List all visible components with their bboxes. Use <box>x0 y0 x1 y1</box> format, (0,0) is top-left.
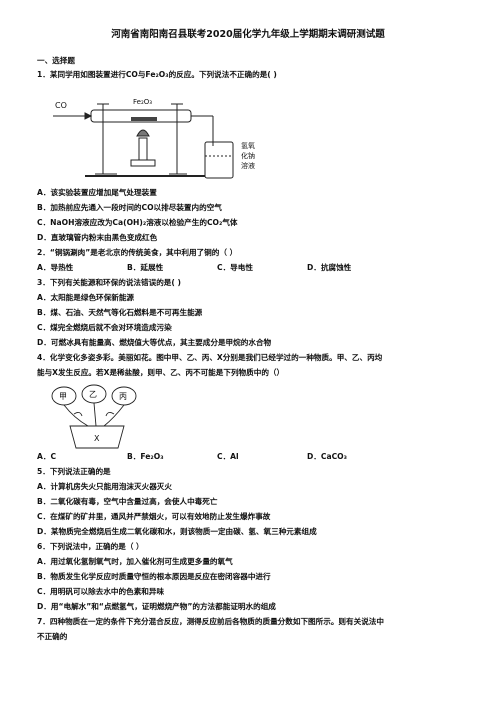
q4-option-c: C．Al <box>217 452 239 461</box>
q1-option-c: C．NaOH溶液应改为Ca(OH)₂溶液以检验产生的CO₂气体 <box>37 218 238 227</box>
q1-option-d: D．直玻璃管内粉末由黑色变成红色 <box>37 233 158 242</box>
q2-option-d: D．抗腐蚀性 <box>307 263 352 272</box>
q3-option-b: B．煤、石油、天然气等化石燃料是不可再生能源 <box>37 308 203 317</box>
q5-option-b: B．二氧化碳有毒，空气中含量过高，会使人中毒死亡 <box>37 497 218 506</box>
q2-option-c: C．导电性 <box>217 263 253 272</box>
flower-bing: 丙 <box>119 392 127 401</box>
q6-option-b: B．物质发生化学反应时质量守恒的根本原因是反应在密闭容器中进行 <box>37 572 271 581</box>
section-heading: 一、选择题 <box>37 56 75 65</box>
q6-stem: 6．下列说法中，正确的是（ ） <box>37 542 144 551</box>
q6-option-c: C．用明矾可以除去水中的色素和异味 <box>37 587 165 596</box>
q3-option-a: A．太阳能是绿色环保新能源 <box>37 293 135 302</box>
q1-option-a: A．该实验装置应增加尾气处理装置 <box>37 188 157 197</box>
q4-option-d: D．CaCO₃ <box>307 452 347 461</box>
q2-option-a: A．导热性 <box>37 263 74 272</box>
naoh-label-3: 溶液 <box>241 161 255 170</box>
naoh-label-1: 氢氧 <box>241 141 255 150</box>
q4-stem-line1: 4．化学变化多姿多彩。美丽如花。图中甲、乙、丙、X分别是我们已经学过的一种物质。… <box>37 353 383 362</box>
q4-flower-figure: 甲 乙 丙 X <box>51 384 137 449</box>
q3-stem: 3．下列有关能源和环保的说法错误的是( ) <box>37 278 181 287</box>
q4-option-a: A．C <box>37 452 57 461</box>
q2-stem: 2．“铜锅涮肉”是老北京的传统美食，其中利用了铜的（ ） <box>37 248 238 257</box>
q2-options: A．导热性 B．延展性 C．导电性 D．抗腐蚀性 <box>37 263 467 273</box>
co-label: CO <box>55 101 67 110</box>
q5-option-a: A．计算机房失火只能用泡沫灭火器灭火 <box>37 482 172 491</box>
q4-option-b: B．Fe₂O₃ <box>127 452 164 461</box>
q2-option-b: B．延展性 <box>127 263 164 272</box>
q5-stem: 5．下列说法正确的是 <box>37 467 111 476</box>
q1-stem: 1．某同学用如图装置进行CO与Fe₂O₃的反应。下列说法不正确的是( ) <box>37 70 277 79</box>
q7-stem-line1: 7．四种物质在一定的条件下充分混合反应，测得反应前后各物质的质量分数如下图所示。… <box>37 617 384 626</box>
pot-x: X <box>94 434 100 443</box>
page-title: 河南省南阳南召县联考2020届化学九年级上学期期末调研测试题 <box>111 29 385 40</box>
q5-option-d: D．某物质完全燃烧后生成二氧化碳和水，则该物质一定由碳、氢、氧三种元素组成 <box>37 527 317 536</box>
q1-apparatus-figure: CO Fe₂O₃ 氢氧 化钠 溶液 <box>53 98 255 179</box>
q3-option-c: C．煤完全燃烧后就不会对环境造成污染 <box>37 323 172 332</box>
q6-option-a: A．用过氧化氢制氧气时，加入催化剂可生成更多量的氧气 <box>37 557 233 566</box>
q4-stem-line2: 能与X发生反应。若X是稀盐酸，则甲、乙、丙不可能是下列物质中的（） <box>37 368 285 377</box>
q6-option-d: D．用“电解水”和“点燃氢气，证明燃烧产物”的方法都能证明水的组成 <box>37 602 276 611</box>
q1-option-b: B．加热前应先通入一段时间的CO以排尽装置内的空气 <box>37 203 222 212</box>
q7-stem-line2: 不正确的 <box>37 632 68 641</box>
q5-option-c: C．在煤矿的矿井里，通风并严禁烟火，可以有效地防止发生爆炸事故 <box>37 512 271 521</box>
flower-yi: 乙 <box>89 390 97 399</box>
q4-options: A．C B．Fe₂O₃ C．Al D．CaCO₃ <box>37 452 467 462</box>
fe2o3-label: Fe₂O₃ <box>133 98 152 106</box>
flower-jia: 甲 <box>59 392 67 401</box>
q3-option-d: D．可燃冰具有能量高、燃烧值大等优点，其主要成分是甲烷的水合物 <box>37 338 272 347</box>
naoh-label-2: 化钠 <box>241 151 255 160</box>
